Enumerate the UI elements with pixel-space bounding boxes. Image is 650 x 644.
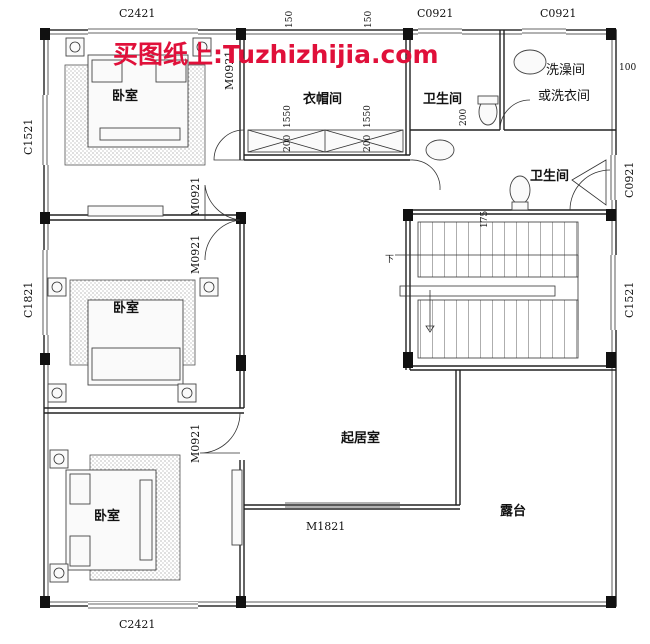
- window-label-left-mid: C1821: [22, 282, 35, 318]
- room-label-bath-right: 卫生间: [530, 168, 569, 184]
- room-label-bedroom-bottom: 卧室: [94, 508, 120, 524]
- stair-down-label: 下: [385, 255, 394, 265]
- dim-stair-175: 175: [480, 211, 490, 228]
- door-label-bedroom-mid-lower: M0921: [189, 235, 202, 274]
- dim-1550-a: 1550: [283, 105, 293, 128]
- closet-fixtures: [247, 129, 404, 153]
- dim-150-b: 150: [364, 11, 374, 28]
- room-label-laundry-line2: 或洗衣间: [538, 88, 590, 104]
- door-swings: [199, 99, 611, 454]
- room-label-closet: 衣帽间: [303, 91, 342, 107]
- room-label-bedroom-top: 卧室: [112, 88, 138, 104]
- bedroom-bottom-furniture: [49, 449, 243, 583]
- columns: [40, 28, 616, 608]
- bedroom-mid-furniture: [47, 205, 219, 403]
- room-label-bath-top: 卫生间: [423, 91, 462, 107]
- window-label-top-mid: C0921: [417, 7, 453, 20]
- door-label-bedroom-mid-upper: M0921: [189, 177, 202, 216]
- bedroom-top-furniture: [64, 37, 212, 166]
- door-label-sliding: M1821: [306, 520, 345, 533]
- room-label-living: 起居室: [340, 430, 380, 446]
- window-label-bottom: C2421: [119, 618, 155, 631]
- window-label-right-mid: C1521: [623, 282, 636, 318]
- window-label-top-left: C2421: [119, 7, 155, 20]
- door-label-bedroom-top: M0921: [223, 51, 236, 90]
- dim-bath-200: 200: [459, 109, 469, 126]
- windows: [40, 26, 618, 612]
- bath-fixtures: [425, 49, 607, 211]
- watermark-text: 买图纸上:Tuzhizhijia.com: [113, 40, 439, 69]
- dim-laundry-100: 100: [619, 63, 636, 73]
- room-label-laundry-line1: 洗澡间: [546, 63, 585, 78]
- dim-200-a: 200: [283, 135, 293, 152]
- dim-1550-b: 1550: [363, 105, 373, 128]
- window-label-top-right: C0921: [540, 7, 576, 20]
- window-label-right-top: C0921: [623, 162, 636, 198]
- door-label-bedroom-bottom: M0921: [189, 424, 202, 463]
- sliding-door: [285, 502, 400, 508]
- room-label-terrace: 露台: [500, 503, 526, 519]
- dim-200-b: 200: [363, 135, 373, 152]
- stairs: [395, 221, 579, 359]
- room-label-bedroom-mid: 卧室: [113, 300, 139, 316]
- dim-150-a: 150: [285, 11, 295, 28]
- window-label-left-top: C1521: [22, 119, 35, 155]
